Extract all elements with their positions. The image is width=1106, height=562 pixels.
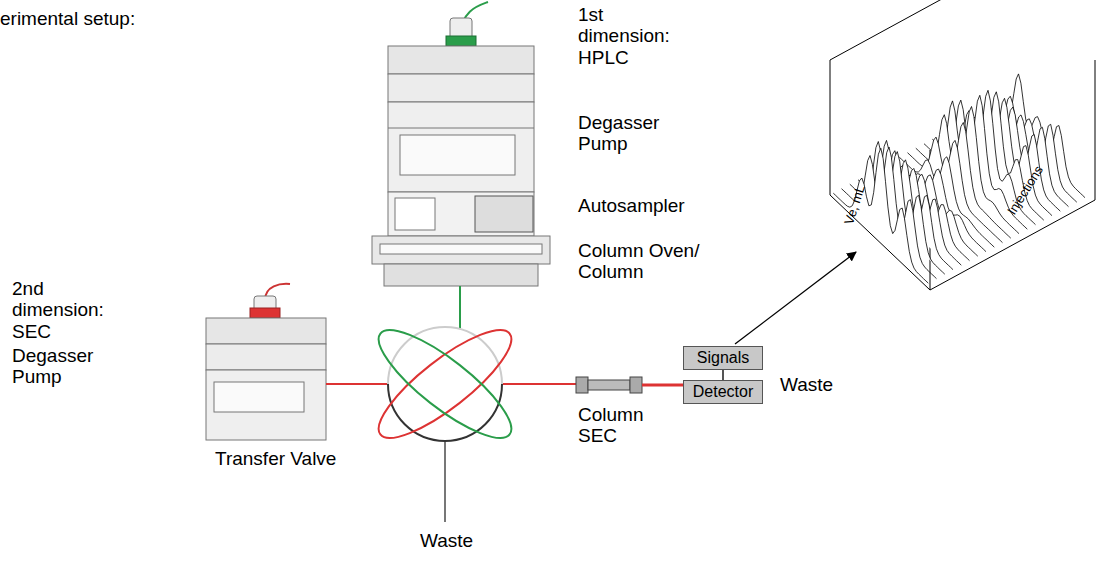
part-label: Degasser Pump	[578, 112, 668, 155]
part-label: Column SEC	[578, 404, 658, 447]
part-label: erimental setup:	[0, 8, 135, 29]
part-label: Waste	[420, 530, 473, 551]
transfer-valve	[326, 286, 576, 522]
part-label: Autosampler	[578, 195, 685, 216]
part-label: Column Oven/ Column	[578, 240, 708, 283]
part-label: Waste	[780, 374, 833, 395]
sec-stack	[206, 284, 326, 440]
part-label: Transfer Valve	[215, 448, 336, 469]
instrument-box: Detector	[683, 380, 763, 404]
sec-column	[576, 377, 683, 393]
part-label: 1st dimension: HPLC	[578, 4, 678, 68]
part-label: 2nd dimension: SEC	[12, 278, 112, 342]
waterfall-curve	[833, 148, 928, 283]
connector	[722, 370, 724, 380]
waterfall-plot	[830, 0, 1095, 290]
instrument-box: Signals	[683, 346, 763, 370]
signal-arrow	[735, 252, 856, 344]
part-label: Degasser Pump	[12, 345, 102, 388]
box-text: Signals	[697, 349, 749, 367]
box-text: Detector	[693, 383, 753, 401]
hplc-stack	[372, 2, 550, 286]
